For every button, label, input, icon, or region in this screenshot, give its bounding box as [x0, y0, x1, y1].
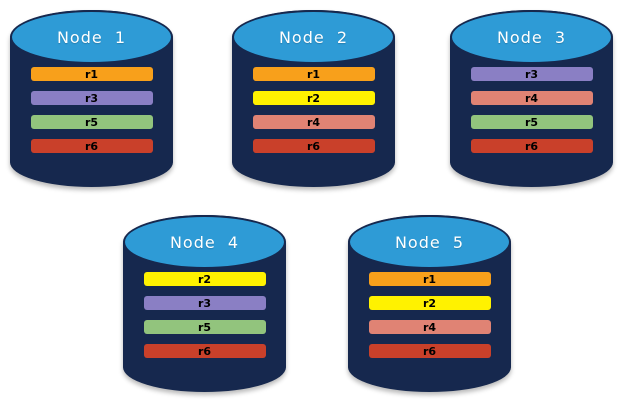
replica-label: r4 [306, 115, 321, 129]
replica-stack: r2 r3 r5 r6 [123, 272, 286, 358]
cylinder-top-ellipse [348, 215, 511, 269]
replica-r2[interactable]: r2 [252, 91, 375, 105]
replica-r3[interactable]: r3 [470, 67, 593, 81]
replica-r2[interactable]: r2 [143, 272, 266, 286]
replica-r2[interactable]: r2 [368, 296, 491, 310]
node-title: Node 4 [169, 232, 240, 252]
replica-label: r6 [524, 139, 539, 153]
node-1[interactable]: Node 1 r1 r3 r5 r6 [10, 10, 173, 187]
replica-label: r6 [197, 344, 212, 358]
replica-r3[interactable]: r3 [143, 296, 266, 310]
replica-label: r1 [84, 67, 99, 81]
replica-r1[interactable]: r1 [368, 272, 491, 286]
replica-r6[interactable]: r6 [368, 344, 491, 358]
node-title: Node 5 [394, 232, 465, 252]
replica-label: r5 [197, 320, 212, 334]
replica-r6[interactable]: r6 [252, 139, 375, 153]
cylinder-top-ellipse [450, 10, 613, 64]
replica-r4[interactable]: r4 [368, 320, 491, 334]
replica-label: r4 [422, 320, 437, 334]
cylinder-top-ellipse [10, 10, 173, 64]
replica-r5[interactable]: r5 [30, 115, 153, 129]
replica-label: r6 [306, 139, 321, 153]
replica-r5[interactable]: r5 [143, 320, 266, 334]
replica-r6[interactable]: r6 [30, 139, 153, 153]
replica-r1[interactable]: r1 [30, 67, 153, 81]
node-title: Node 3 [496, 27, 567, 47]
replica-label: r1 [306, 67, 321, 81]
replica-stack: r1 r2 r4 r6 [232, 67, 395, 153]
replica-label: r2 [197, 272, 212, 286]
node-4[interactable]: Node 4 r2 r3 r5 r6 [123, 215, 286, 392]
replica-label: r1 [422, 272, 437, 286]
replica-label: r5 [84, 115, 99, 129]
replica-label: r3 [197, 296, 212, 310]
node-title: Node 1 [56, 27, 127, 47]
replica-label: r2 [306, 91, 321, 105]
replica-r6[interactable]: r6 [470, 139, 593, 153]
replica-label: r4 [524, 91, 539, 105]
node-2[interactable]: Node 2 r1 r2 r4 r6 [232, 10, 395, 187]
cylinder-top-ellipse [232, 10, 395, 64]
node-title: Node 2 [278, 27, 349, 47]
replica-label: r2 [422, 296, 437, 310]
replica-r1[interactable]: r1 [252, 67, 375, 81]
replica-label: r5 [524, 115, 539, 129]
replica-label: r6 [422, 344, 437, 358]
replica-label: r6 [84, 139, 99, 153]
replica-r6[interactable]: r6 [143, 344, 266, 358]
replica-stack: r1 r3 r5 r6 [10, 67, 173, 153]
replica-r5[interactable]: r5 [470, 115, 593, 129]
cylinder-top-ellipse [123, 215, 286, 269]
replica-label: r3 [524, 67, 539, 81]
replica-label: r3 [84, 91, 99, 105]
replica-stack: r3 r4 r5 r6 [450, 67, 613, 153]
node-3[interactable]: Node 3 r3 r4 r5 r6 [450, 10, 613, 187]
replica-r3[interactable]: r3 [30, 91, 153, 105]
node-5[interactable]: Node 5 r1 r2 r4 r6 [348, 215, 511, 392]
replica-r4[interactable]: r4 [252, 115, 375, 129]
replica-stack: r1 r2 r4 r6 [348, 272, 511, 358]
replica-r4[interactable]: r4 [470, 91, 593, 105]
